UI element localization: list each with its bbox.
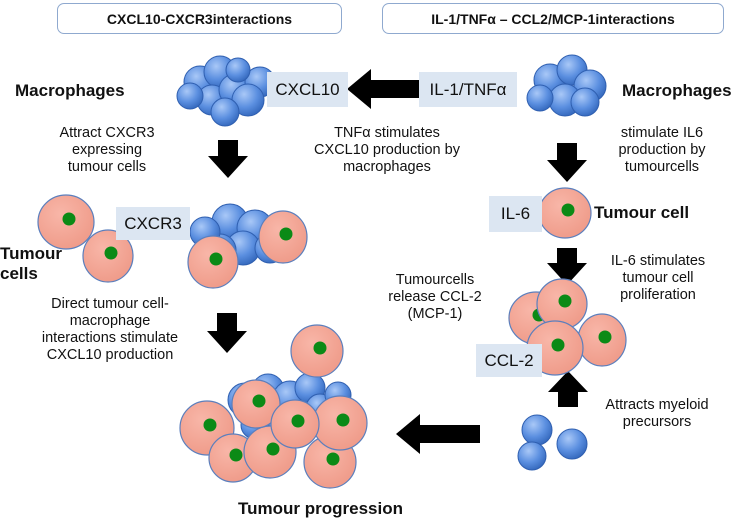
tumour-nucleus	[336, 413, 350, 427]
note-line: stimulate IL6	[620, 125, 704, 141]
note-line: IL-6 stimulates	[610, 253, 706, 269]
flow-arrow	[547, 143, 587, 182]
note-line: TNFα stimulates	[334, 125, 440, 141]
tumour-cells-layer	[37, 187, 627, 489]
flow-arrow	[548, 371, 588, 407]
tumour-nucleus	[203, 418, 217, 432]
note-line: tumourcells	[624, 159, 700, 175]
flow-arrow	[547, 248, 587, 285]
note-line: tumour cell	[622, 270, 694, 286]
note-line: expressing	[71, 142, 143, 158]
tumour-nucleus	[209, 252, 223, 266]
tumour-nucleus	[558, 294, 572, 308]
macrophage-cell	[556, 428, 588, 460]
tumour-nucleus	[313, 341, 327, 355]
tumour-nucleus	[279, 227, 293, 241]
note-line: macrophages	[343, 159, 431, 175]
flow-arrow	[208, 140, 248, 178]
header-cxcl10-cxcr3: CXCL10-CXCR3interactions	[57, 3, 342, 34]
note-line: tumour cells	[67, 159, 147, 175]
tumour-nucleus	[104, 246, 118, 260]
tumour-nucleus	[229, 448, 243, 462]
tumour-cells-label-line2: cells	[0, 264, 38, 283]
note-line: Direct tumour cell-	[51, 296, 169, 312]
macrophage-cell	[210, 97, 240, 127]
flow-arrow	[347, 69, 419, 109]
header-il1-tnfa-ccl2: IL-1/TNFα – CCL2/MCP-1interactions	[382, 3, 724, 34]
cxcr3-label: CXCR3	[116, 207, 190, 240]
macrophage-cell	[526, 84, 554, 112]
tumour-nucleus	[291, 414, 305, 428]
tumour-nucleus	[561, 203, 575, 217]
il1-tnfa-label: IL-1/TNFα	[419, 72, 517, 107]
note-line: proliferation	[620, 287, 696, 303]
note-line: CXCL10 production by	[314, 142, 460, 158]
note-line: CXCL10 production	[46, 347, 174, 363]
tumour-nucleus	[326, 452, 340, 466]
note-line: precursors	[622, 414, 692, 430]
tumour-cell-label: Tumour cell	[594, 203, 690, 222]
note-line: production by	[618, 142, 706, 158]
macrophage-cell	[517, 441, 547, 471]
arrows-layer	[207, 69, 588, 454]
tumour-cells-label-line1: Tumour	[0, 244, 63, 263]
note-line: Tumourcells	[395, 272, 475, 288]
flow-arrow	[207, 313, 247, 353]
note-line: Attracts myeloid	[605, 397, 709, 413]
macrophage-cell	[570, 87, 600, 117]
tumour-nucleus	[551, 338, 565, 352]
flow-arrow	[396, 414, 480, 454]
macrophage-cell	[176, 82, 204, 110]
note-line: macrophage	[69, 313, 151, 329]
macrophages-left-label: Macrophages	[15, 81, 125, 100]
macrophages-right-label: Macrophages	[622, 81, 732, 100]
tumour-progression-label: Tumour progression	[238, 499, 403, 518]
tumour-nucleus	[252, 394, 266, 408]
note-line: Attract CXCR3	[59, 125, 155, 141]
macrophage-cell	[521, 414, 553, 446]
note-line: (MCP-1)	[407, 306, 463, 322]
note-line: interactions stimulate	[41, 330, 179, 346]
il6-label: IL-6	[489, 196, 542, 232]
cxcl10-label: CXCL10	[267, 72, 348, 107]
macrophage-cell	[225, 57, 251, 83]
note-line: release CCL-2	[388, 289, 482, 305]
tumour-nucleus	[62, 212, 76, 226]
ccl2-label: CCL-2	[476, 344, 542, 377]
tumour-nucleus	[598, 330, 612, 344]
tumour-nucleus	[266, 442, 280, 456]
